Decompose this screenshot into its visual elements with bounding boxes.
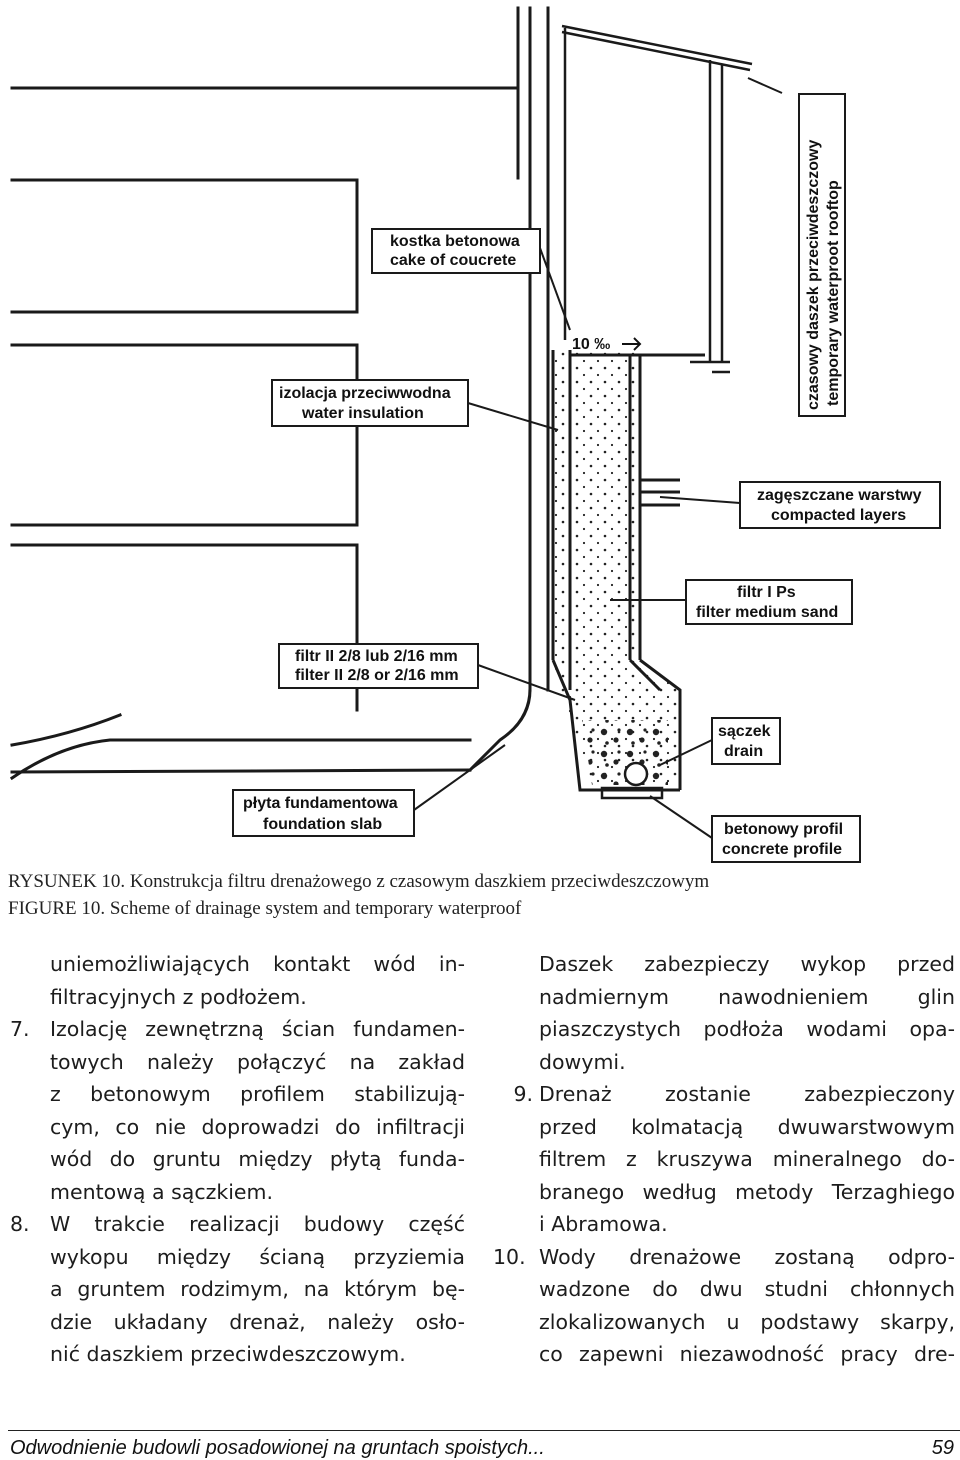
text-line: W trakcie realizacji budowy część — [50, 1212, 465, 1236]
text-line: a gruntem rodzimym, na którym bę- — [50, 1277, 465, 1301]
label-filter1-pl: filtr I Ps — [737, 584, 796, 601]
text-line: Izolację zewnętrzną ścian fundamen- — [50, 1017, 465, 1041]
list-item-7: 7. Izolację zewnętrzną ścian fundamen- t… — [10, 1013, 465, 1208]
label-profile-pl: betonowy profil — [724, 821, 843, 838]
label-filter1-en: filter medium sand — [696, 604, 838, 621]
text-line: towych należy połączyć na zakład — [50, 1049, 465, 1074]
label-compacted-en: compacted layers — [771, 507, 906, 524]
text-line: przed kolmatacją dwuwarstwowym — [539, 1114, 955, 1139]
text-line: co zapewni niezawodność pracy dre- — [539, 1342, 955, 1366]
label-slab-en: foundation slab — [263, 816, 382, 833]
text-line: Drenaż zostanie zabezpieczony — [539, 1082, 955, 1106]
text-line: wadzone do dwu studni chłonnych — [539, 1277, 955, 1301]
text-line: nić daszkiem przeciwdeszczowym. — [50, 1342, 406, 1366]
text-line: piaszczystych podłoża wodami opa- — [539, 1017, 955, 1041]
text-line: cym, co nie doprowadzi do infiltracji — [50, 1114, 465, 1139]
building-wall-lines — [9, 6, 550, 781]
label-drain-en: drain — [724, 743, 763, 760]
text-line: i Abramowa. — [539, 1212, 668, 1236]
slope-label: 10 ‰ — [572, 336, 610, 353]
text-line: z betonowym profilem stabilizują- — [50, 1082, 465, 1106]
text-line: Daszek zabezpieczy wykop przed — [539, 952, 955, 976]
label-cake-pl: kostka betonowa — [390, 233, 520, 250]
text-line: filtracyjnych z podłożem. — [50, 984, 307, 1009]
text-line: wykopu między ścianą przyziemia — [50, 1244, 465, 1269]
running-footer-title: Odwodnienie budowli posadowionej na grun… — [10, 1437, 545, 1459]
label-cake-en: cake of coucrete — [390, 252, 516, 269]
page-number: 59 — [931, 1437, 954, 1459]
text-line: branego według metody Terzaghiego — [539, 1179, 955, 1204]
text-line: zlokalizowanych u podstawy skarpy, — [539, 1309, 955, 1334]
label-filter2-pl: filtr II 2/8 lub 2/16 mm — [295, 648, 458, 665]
right-intro-paragraph: Daszek zabezpieczy wykop przed nadmierny… — [493, 948, 955, 1078]
label-compacted-pl: zagęszczane warstwy — [757, 487, 922, 504]
left-intro-paragraph: uniemożliwiających kontakt wód in- filtr… — [10, 948, 465, 1013]
label-filter2-en: filter II 2/8 or 2/16 mm — [295, 667, 459, 684]
label-rooftop-pl: czasowy daszek przeciwdeszczowy — [805, 140, 822, 410]
label-insulation-en: water insulation — [301, 405, 424, 422]
left-column: uniemożliwiających kontakt wód in- filtr… — [10, 948, 465, 1371]
text-line: uniemożliwiających kontakt wód in- — [50, 952, 465, 976]
item-number: 10. — [493, 1244, 526, 1269]
text-line: filtrem z kruszywa mineralnego do- — [539, 1147, 955, 1171]
text-line: dzie układany drenaż, należy osło- — [50, 1309, 465, 1334]
item-number: 9. — [513, 1082, 533, 1106]
item-number: 7. — [10, 1017, 30, 1041]
label-insulation-pl: izolacja przeciwwodna — [279, 385, 451, 402]
drainage-diagram: 10 ‰ kostka betonowa cake of coucrete iz… — [9, 6, 941, 863]
figure-caption-en: FIGURE 10. Scheme of drainage system and… — [8, 898, 522, 919]
label-profile-en: concrete profile — [722, 841, 842, 858]
text-line: nadmiernym nawodnieniem glin — [539, 984, 955, 1009]
drain-pipe-icon — [623, 761, 649, 787]
text-line: wód do gruntu między płytą funda- — [50, 1147, 465, 1171]
list-item-8: 8. W trakcie realizacji budowy część wyk… — [10, 1208, 465, 1371]
text-line: Wody drenażowe zostaną odpro- — [539, 1244, 955, 1269]
label-drain-pl: sączek — [718, 723, 771, 740]
list-item-9: 9. Drenaż zostanie zabezpieczony przed k… — [493, 1078, 955, 1241]
label-slab-pl: płyta fundamentowa — [243, 795, 398, 812]
text-line: dowymi. — [539, 1049, 626, 1074]
slope-arrow-icon — [622, 337, 642, 351]
text-line: mentową a sączkiem. — [50, 1179, 274, 1204]
label-boxes — [232, 93, 941, 863]
figure-caption-pl: RYSUNEK 10. Konstrukcja filtru drenażowe… — [8, 871, 710, 892]
item-number: 8. — [10, 1212, 30, 1236]
drainage-figure: 10 ‰ kostka betonowa cake of coucrete iz… — [9, 6, 941, 863]
footer-divider — [8, 1430, 960, 1431]
label-rooftop-en: temporary waterproot rooftop — [825, 180, 842, 406]
leader-lines — [413, 77, 783, 839]
right-column: Daszek zabezpieczy wykop przed nadmierny… — [493, 948, 955, 1371]
trench-outline — [551, 350, 705, 792]
temporary-rooftop — [561, 24, 753, 374]
concrete-profile-shape — [600, 786, 664, 800]
list-item-10: 10. Wody drenażowe zostaną odpro- wadzon… — [493, 1241, 955, 1371]
